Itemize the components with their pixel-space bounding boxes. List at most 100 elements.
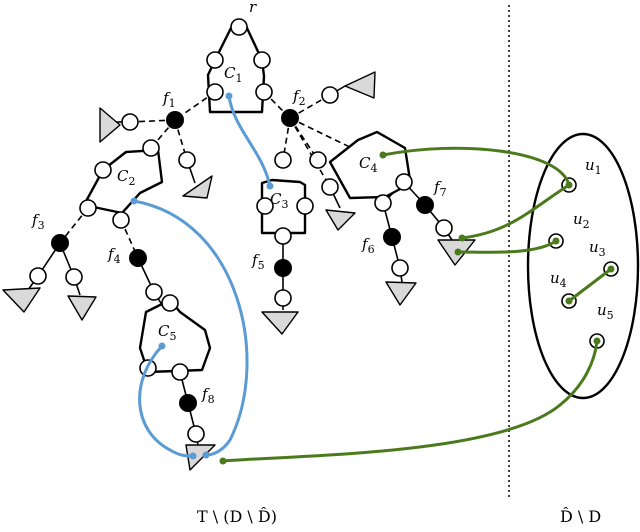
green-endpoint — [565, 297, 573, 305]
c4-label: C4 — [359, 154, 377, 175]
tree-node — [142, 139, 160, 157]
green-edge-leaf-u1 — [460, 183, 571, 240]
tree-node — [171, 363, 189, 381]
subtree-triangle — [261, 311, 299, 335]
set-ellipse — [526, 132, 640, 400]
f3-label: f3 — [31, 211, 45, 232]
tree-node — [255, 83, 273, 101]
dashed-edge — [59, 207, 89, 244]
f3-node — [51, 234, 69, 252]
tree-node — [161, 294, 179, 312]
tree-node — [374, 194, 392, 212]
c3-label: C3 — [270, 190, 288, 211]
green-edge-leaf-u5 — [221, 339, 599, 463]
tree-node — [145, 283, 163, 301]
blue-endpoint — [158, 342, 166, 350]
green-endpoint — [552, 237, 560, 245]
blue-edge-c5-leaf — [138, 344, 195, 458]
right-caption: D̂ \ D — [560, 507, 601, 526]
blue-endpoint — [130, 197, 138, 205]
subtree-triangle — [67, 295, 97, 321]
f4-node — [129, 249, 147, 267]
blue-edge-c1-c3 — [227, 94, 272, 188]
tree-node — [206, 83, 224, 101]
u5-label: u5 — [597, 301, 614, 322]
f6-label: f6 — [361, 235, 375, 256]
f5-node — [274, 259, 292, 277]
u1-label: u1 — [585, 156, 602, 177]
f8-label: f8 — [201, 385, 215, 406]
f1-node — [166, 111, 184, 129]
green-endpoint — [219, 457, 227, 465]
tree-node — [296, 197, 314, 215]
white-nodes — [29, 18, 453, 443]
tree-node — [65, 268, 83, 286]
c2-label: C2 — [117, 167, 135, 188]
u-nodes — [548, 177, 619, 349]
green-endpoint — [454, 248, 462, 256]
black-nodes — [51, 109, 434, 412]
tree-node — [94, 161, 112, 179]
f1-label: f1 — [162, 89, 176, 110]
c1-label: C1 — [224, 64, 242, 85]
f7-node — [416, 196, 434, 214]
subtree-triangle — [99, 107, 121, 143]
subtree-triangle — [2, 287, 41, 313]
tree-node — [391, 259, 409, 277]
green-endpoint — [458, 234, 466, 242]
green-endpoint — [565, 181, 573, 189]
subtree-triangle — [182, 175, 213, 199]
subtree-triangles — [2, 71, 476, 471]
f8-node — [179, 394, 197, 412]
f7-label: f7 — [433, 178, 447, 199]
c1-label-text: C1 — [224, 64, 242, 85]
blue-endpoint — [189, 452, 197, 460]
subtree-triangle — [185, 444, 216, 471]
green-endpoint — [379, 151, 387, 159]
root-label: r — [249, 0, 257, 16]
tree-node — [29, 267, 47, 285]
component-c3 — [260, 178, 307, 235]
c5-label: C5 — [158, 322, 176, 343]
u2-label: u2 — [573, 210, 590, 231]
blue-edges — [132, 94, 272, 458]
tree-node — [178, 151, 196, 169]
tree-node — [321, 86, 339, 104]
dashed-edge — [129, 119, 176, 123]
green-edge-c4-u1 — [381, 146, 571, 187]
tree-node — [112, 211, 130, 229]
f4-label: f4 — [107, 245, 121, 266]
blue-endpoints — [130, 92, 274, 460]
f2-node — [281, 109, 299, 127]
green-edge-leaf-u2 — [456, 239, 558, 254]
blue-endpoint — [225, 92, 233, 100]
green-endpoint — [593, 337, 601, 345]
f6-node — [383, 228, 401, 246]
tree-node — [274, 227, 292, 245]
f2-label: f2 — [292, 87, 306, 108]
tree-node — [121, 113, 139, 131]
tree-node — [206, 51, 224, 69]
green-edges — [221, 146, 613, 463]
subtree-triangle — [385, 281, 417, 306]
tree-node — [321, 178, 339, 196]
green-endpoints — [219, 151, 615, 465]
component-c5 — [138, 298, 212, 374]
tree-node — [230, 18, 248, 36]
blue-endpoint — [202, 451, 210, 459]
tree-node — [274, 151, 292, 169]
tree-node — [309, 151, 327, 169]
green-edge-u3-u4 — [567, 267, 613, 303]
f5-label: f5 — [251, 251, 265, 272]
dashed-edge — [289, 117, 331, 188]
dashed-edge — [289, 94, 331, 119]
tree-node — [253, 51, 271, 69]
tree-node — [395, 173, 413, 191]
tree-node — [274, 289, 292, 307]
u4-label: u4 — [550, 269, 567, 290]
tree-node — [256, 197, 274, 215]
tree-node — [187, 425, 205, 443]
subtree-triangle — [325, 209, 356, 231]
